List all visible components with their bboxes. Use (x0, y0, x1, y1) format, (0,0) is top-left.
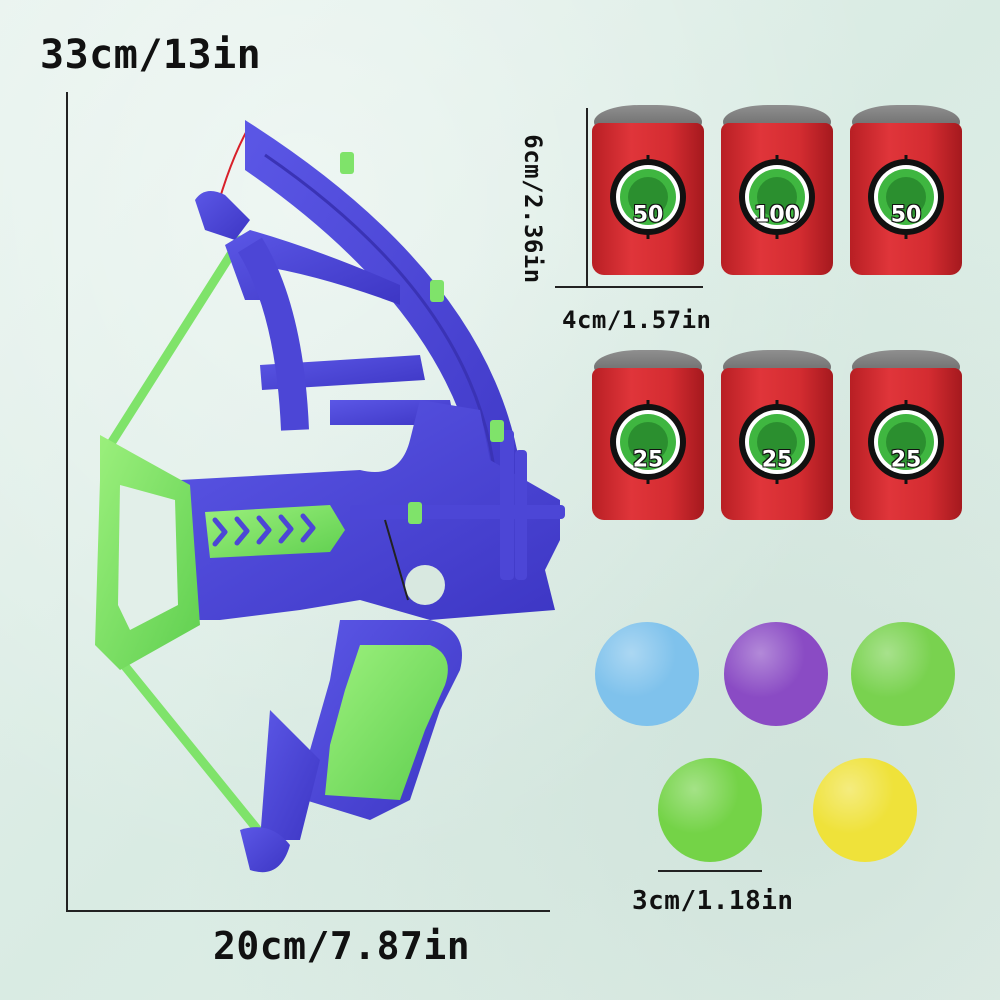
target-icon (610, 155, 686, 239)
can: 25 (592, 350, 704, 520)
ball-size-label: 3cm/1.18in (632, 886, 794, 916)
can-score: 50 (632, 202, 664, 229)
can-score: 25 (761, 447, 793, 474)
ball-width-line (658, 870, 762, 872)
frame-upper (225, 230, 400, 305)
cans-top-row: 50 100 50 (592, 105, 979, 275)
can: 50 (592, 105, 704, 275)
can-score: 50 (890, 202, 922, 229)
target-icon (868, 155, 944, 239)
bow-height-label: 33cm/13in (40, 32, 262, 78)
can-score: 25 (890, 447, 922, 474)
bow-height-line (66, 92, 68, 912)
target-icon (868, 400, 944, 484)
can-height-line (586, 108, 588, 286)
foam-ball (595, 622, 699, 726)
arrow-plate (205, 505, 345, 558)
foam-ball (851, 622, 955, 726)
cans-bottom-row: 25 25 25 (592, 350, 979, 520)
can-width-label: 4cm/1.57in (562, 306, 712, 334)
bow-width-line (66, 910, 550, 912)
lower-bow-string (115, 655, 275, 850)
foam-ball (658, 758, 762, 862)
upper-bow-string (105, 235, 245, 450)
foam-ball (724, 622, 828, 726)
can-height-label: 6cm/2.36in (518, 134, 547, 284)
foam-ball (813, 758, 917, 862)
handle-grip (325, 645, 448, 800)
can: 50 (850, 105, 962, 275)
bow-width-label: 20cm/7.87in (213, 924, 471, 968)
can: 25 (850, 350, 962, 520)
target-icon (610, 400, 686, 484)
can: 25 (721, 350, 833, 520)
target-icon (739, 400, 815, 484)
can-score: 25 (632, 447, 664, 474)
target-icon (739, 155, 815, 239)
can: 100 (721, 105, 833, 275)
can-score: 100 (753, 202, 800, 229)
bow-illustration (95, 120, 565, 873)
can-width-line (555, 286, 703, 288)
